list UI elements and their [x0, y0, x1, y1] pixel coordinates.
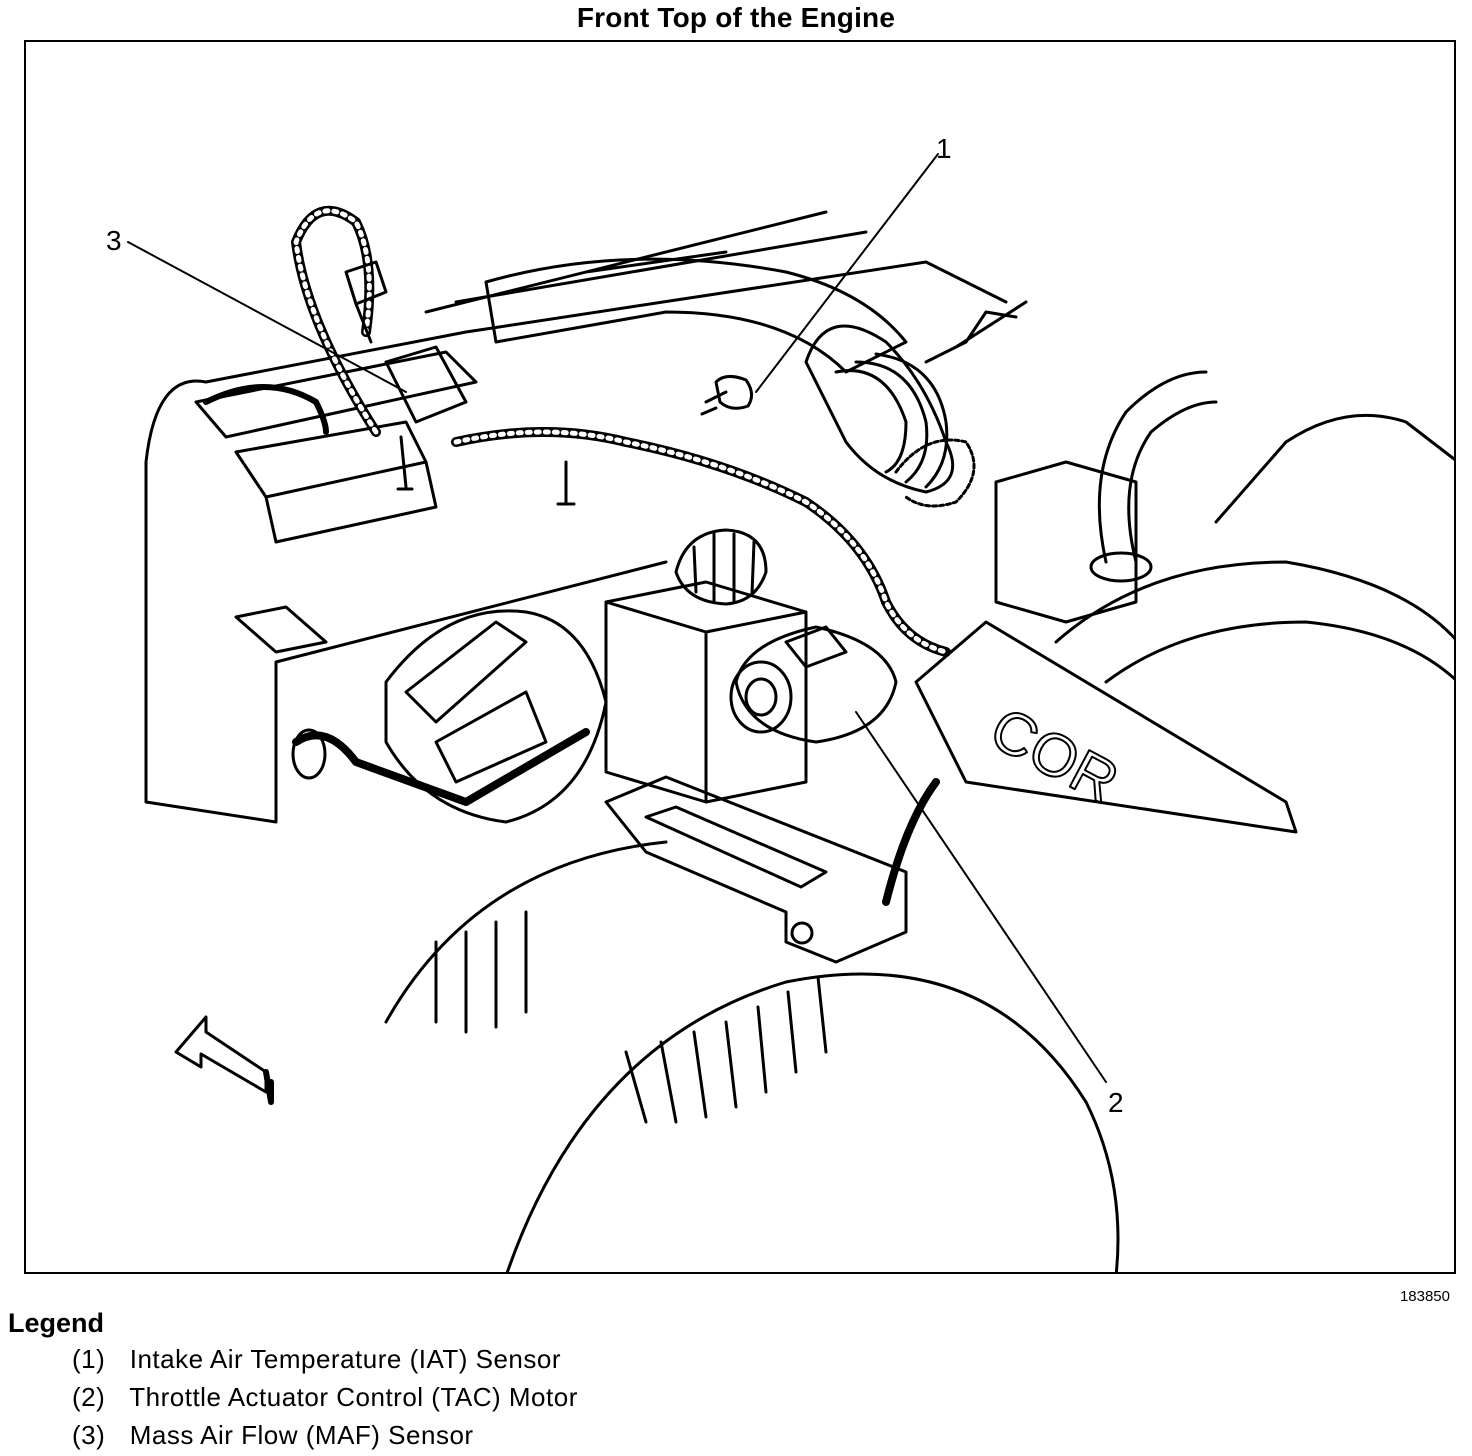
- throttle-body-right: [994, 460, 1138, 624]
- cover-plate: [234, 605, 328, 654]
- maf-sensor-plug: [344, 260, 388, 344]
- fan-blade-1: [404, 620, 528, 724]
- tac-motor-end: [729, 660, 793, 734]
- legend-item-number: (1): [72, 1344, 106, 1374]
- engine-cover-lettering: COR: [980, 694, 1129, 816]
- legend-list: (1) Intake Air Temperature (IAT) Sensor …: [72, 1340, 578, 1454]
- bracket-bolt: [790, 921, 814, 945]
- alternator-case: [384, 840, 1120, 1272]
- legend-item: (1) Intake Air Temperature (IAT) Sensor: [72, 1340, 578, 1378]
- alternator-harness: [882, 778, 940, 906]
- legend-item-text: Throttle Actuator Control (TAC) Motor: [129, 1382, 578, 1412]
- bellows-ring-3: [874, 352, 949, 489]
- front-direction-arrow-shade: [263, 1069, 274, 1105]
- reservoir-top: [604, 600, 808, 804]
- right-bracket: [1214, 413, 1454, 524]
- legend-item-text: Intake Air Temperature (IAT) Sensor: [129, 1344, 561, 1374]
- iat-sensor-body: [714, 375, 753, 410]
- coolant-hose-right: [1097, 370, 1218, 564]
- bracket-slot: [644, 805, 828, 889]
- tac-connector: [784, 625, 848, 669]
- legend-item: (2) Throttle Actuator Control (TAC) Moto…: [72, 1378, 578, 1416]
- reservoir-cap: [674, 528, 768, 606]
- front-direction-arrow: [174, 1015, 268, 1094]
- maf-connector: [384, 345, 468, 424]
- wiring-harness-texture: [453, 429, 949, 655]
- diagram-frame: COR 1 2 3: [24, 40, 1456, 1274]
- alternator-bracket: [604, 775, 908, 964]
- alternator-fins: [434, 910, 828, 1124]
- iat-sensor-plug: [700, 390, 728, 416]
- legend-item-text: Mass Air Flow (MAF) Sensor: [129, 1420, 474, 1450]
- legend-item-number: (3): [72, 1420, 106, 1450]
- valve-cover-detail: [234, 420, 438, 544]
- tac-motor-hub: [744, 677, 778, 717]
- hose-clamp: [894, 438, 976, 508]
- legend-item: (3) Mass Air Flow (MAF) Sensor: [72, 1416, 578, 1454]
- leader-line-2: [855, 711, 1107, 1083]
- figure-id: 183850: [1399, 1288, 1450, 1305]
- engine-edge-line: [424, 210, 868, 314]
- callout-3: 3: [106, 225, 122, 256]
- engine-illustration: COR 1 2 3: [106, 133, 1454, 1272]
- air-cleaner-housing: [1054, 560, 1454, 684]
- intake-bellows: [804, 324, 955, 494]
- reservoir-cap-knurl: [692, 532, 756, 604]
- fan-blade-2: [434, 690, 548, 784]
- legend-heading: Legend: [8, 1308, 105, 1338]
- callout-1: 1: [936, 133, 952, 164]
- callout-2: 2: [1108, 1087, 1124, 1118]
- wiring-harness-main: [451, 427, 951, 657]
- leader-line-1: [755, 153, 939, 393]
- legend-item-number: (2): [72, 1382, 106, 1412]
- reservoir-box: [604, 580, 808, 804]
- bellows-ring-2: [854, 360, 929, 484]
- small-harness: [203, 384, 329, 435]
- wiring-harness-loop-texture: [293, 208, 379, 435]
- heater-hose: [292, 728, 590, 806]
- hose-fitting-right: [1089, 551, 1153, 583]
- hose-fitting: [291, 728, 327, 780]
- intake-duct: [484, 257, 908, 374]
- harness-clip-1: [396, 435, 414, 491]
- bellows-ring-1: [834, 369, 908, 474]
- throttle-linkage: [924, 300, 1028, 364]
- fan-shroud: [384, 609, 608, 824]
- harness-clip-2: [556, 460, 576, 506]
- leader-line-3: [127, 241, 407, 393]
- diagram-title: Front Top of the Engine: [576, 2, 896, 33]
- engine-block-left: [144, 260, 1008, 824]
- engine-cover-right: [914, 620, 1298, 834]
- tac-motor-housing: [734, 625, 898, 744]
